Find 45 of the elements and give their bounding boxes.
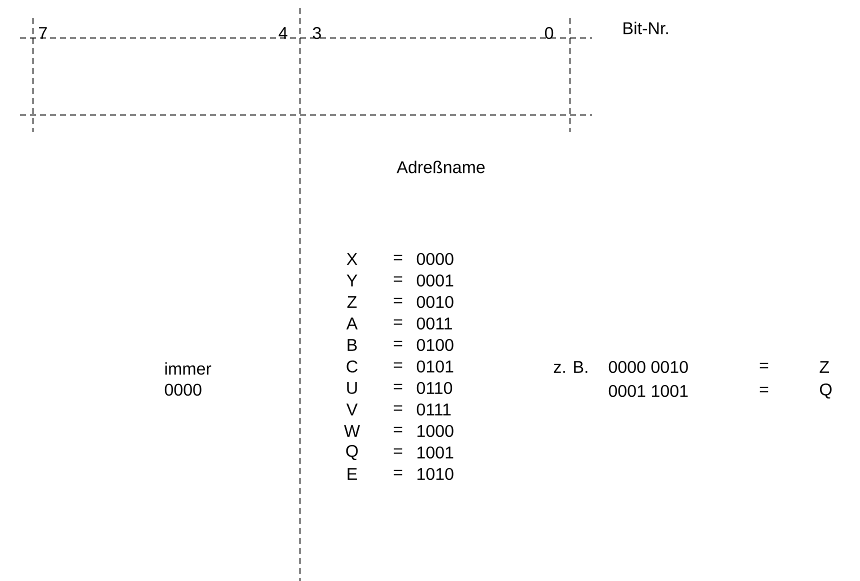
equals-sign: = [394, 384, 402, 390]
address-letter: X [346, 253, 358, 265]
address-letter: B [348, 339, 357, 351]
address-letter: C [346, 360, 358, 373]
bit-number: 0 [545, 26, 554, 40]
address-letter: Y [346, 274, 358, 286]
binary-code: 0101 [416, 360, 454, 373]
address-letter: E [348, 468, 357, 480]
equals-sign: = [394, 362, 402, 368]
binary-code: 0111 [416, 403, 451, 416]
example-label: z. B. [554, 361, 588, 373]
binary-code: 0011 [416, 317, 452, 330]
address-letter: Z [820, 361, 830, 373]
bit-number: 4 [278, 27, 288, 39]
equals-sign: = [394, 405, 402, 411]
note-text: immer 0000 [164, 362, 212, 396]
equals-sign: = [394, 319, 402, 325]
address-letter: V [346, 404, 358, 416]
binary-code: 0001 1001 [608, 384, 688, 398]
binary-code: 0000 [416, 252, 454, 266]
equals-sign: = [394, 448, 402, 454]
field-label: Adreßname [396, 160, 485, 174]
equals-sign: = [394, 276, 402, 282]
equals-sign: = [760, 362, 768, 368]
address-letter: W [344, 425, 360, 437]
binary-code: 0110 [416, 382, 452, 394]
bit-label: Bit-Nr. [624, 22, 668, 34]
address-letter: Z [347, 296, 357, 308]
equals-sign: = [394, 298, 402, 304]
binary-code: 1001 [418, 446, 454, 459]
address-letter: Q [346, 444, 358, 460]
equals-sign: = [394, 340, 402, 346]
binary-code: 0010 [416, 296, 454, 308]
binary-code: 1010 [418, 468, 454, 480]
address-letter: Q [820, 383, 832, 399]
binary-code: 1000 [418, 424, 454, 438]
binary-code: 0001 [416, 274, 454, 287]
address-letter: A [346, 318, 358, 330]
equals-sign: = [394, 426, 402, 432]
binary-code: 0000 0010 [608, 360, 688, 374]
equals-sign: = [760, 386, 768, 392]
equals-sign: = [394, 254, 402, 260]
binary-code: 0100 [416, 338, 454, 352]
address-letter: U [347, 382, 357, 394]
equals-sign: = [394, 470, 402, 476]
